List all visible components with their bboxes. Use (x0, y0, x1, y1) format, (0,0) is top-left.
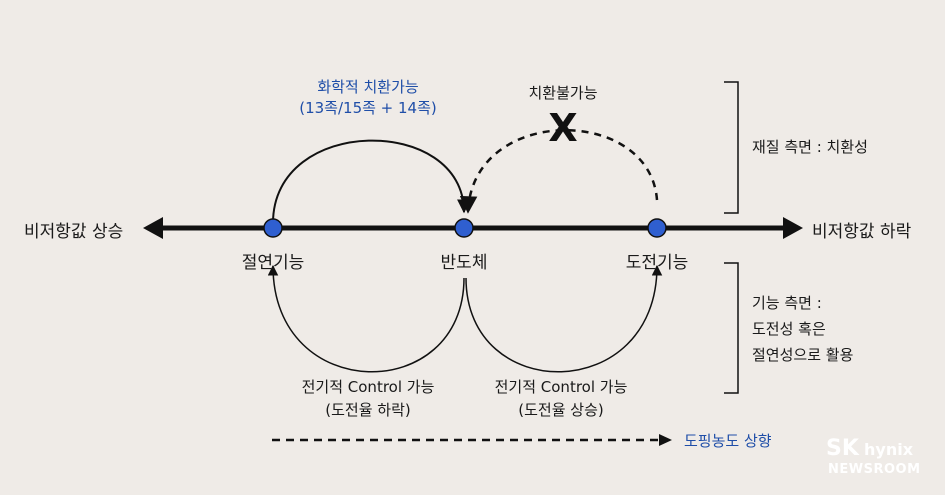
elec-right-line2: (도전율 상승) (518, 401, 604, 419)
elec-control-arc-right (465, 264, 663, 373)
sk-hynix-logo: SK hynix (826, 436, 913, 461)
not-sub-x-mark: X (548, 106, 578, 150)
logo-brand: SK (826, 436, 859, 461)
side-function-line1: 기능 측면 : (752, 294, 822, 312)
not-sub-label: 치환불가능 (528, 84, 598, 102)
axis-left-label: 비저항값 상승 (24, 222, 124, 242)
chem-substitution-arc (272, 139, 471, 224)
elec-control-arc-left (267, 264, 465, 373)
chem-sub-line1: 화학적 치환가능 (317, 78, 419, 96)
node-label-conductor: 도전기능 (625, 253, 689, 273)
node-label-semiconductor: 반도체 (440, 253, 488, 273)
elec-left-line1: 전기적 Control 가능 (301, 378, 435, 396)
legend-arrow-icon (659, 434, 672, 446)
side-function-line3: 절연성으로 활용 (752, 346, 854, 364)
bracket-material (724, 81, 739, 214)
bracket-function (724, 262, 739, 394)
logo-name: hynix (864, 440, 914, 459)
axis-arrow-left-icon (143, 217, 163, 239)
elec-left-line2: (도전율 하락) (325, 401, 411, 419)
node-semiconductor (454, 218, 474, 238)
node-conductor (647, 218, 667, 238)
legend-label: 도핑농도 상향 (684, 432, 772, 450)
logo-sub: NEWSROOM (828, 462, 921, 477)
elec-right-line1: 전기적 Control 가능 (494, 378, 628, 396)
chem-sub-line2: (13족/15족 + 14족) (299, 99, 437, 117)
axis-arrow-right-icon (783, 217, 803, 239)
node-insulator (263, 218, 283, 238)
axis-right-label: 비저항값 하락 (812, 222, 912, 242)
side-function-line2: 도전성 혹은 (752, 320, 826, 338)
no-substitution-arc (459, 129, 659, 214)
side-material-note: 재질 측면 : 치환성 (752, 138, 868, 156)
node-label-insulator: 절연기능 (241, 253, 305, 273)
